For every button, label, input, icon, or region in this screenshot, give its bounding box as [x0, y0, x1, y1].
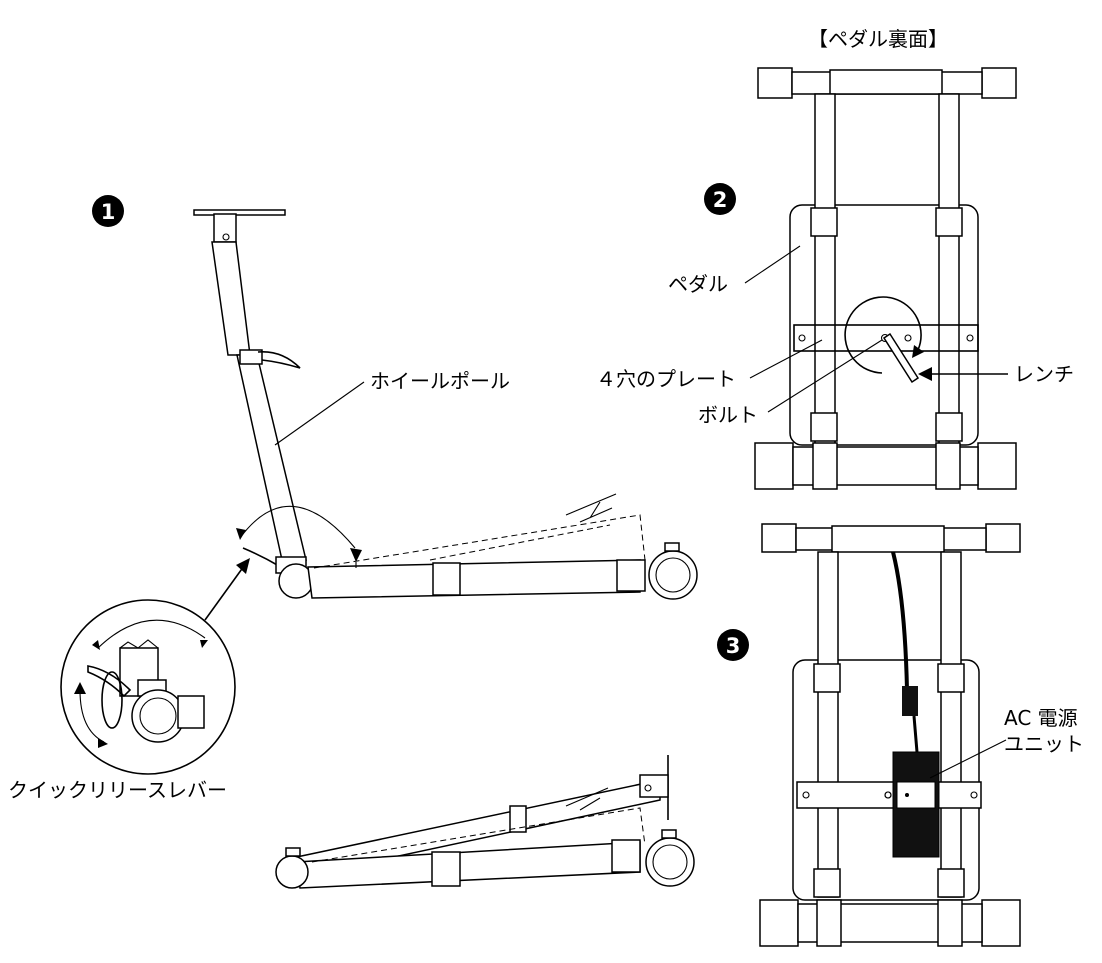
wheel-pole-label: ホイールポール — [370, 369, 510, 393]
ac-power-unit-leader — [929, 739, 1007, 779]
step3-badge: 3 — [717, 629, 749, 661]
step1-badge: 1 — [92, 195, 124, 227]
step2-number: 2 — [713, 188, 728, 212]
four-hole-plate-leader — [749, 339, 823, 379]
unfolded-stand-drawing — [193, 209, 698, 600]
quick-release-lever-label: クイックリリースレバー — [8, 778, 227, 802]
step1-number: 1 — [101, 200, 116, 224]
detail-pointer-line — [204, 565, 245, 621]
wrench-pointer-arrowhead — [918, 367, 932, 381]
step2-badge: 2 — [704, 183, 736, 215]
pedal-back-title: 【ペダル裏面】 — [808, 27, 948, 51]
ac-power-unit-label-line1: AC 電源 — [1004, 706, 1078, 730]
folded-stand-drawing — [275, 755, 695, 889]
step3-number: 3 — [726, 634, 741, 658]
detail-pointer-arrowhead — [236, 558, 250, 574]
power-unit-drawing — [759, 523, 1021, 947]
wrench-label: レンチ — [1014, 362, 1074, 386]
pedal-leader — [744, 245, 801, 284]
wheel-pole-leader — [274, 381, 365, 446]
pedal-label: ペダル — [668, 272, 728, 296]
bolt-leader — [767, 339, 883, 413]
pedal-back-drawing — [754, 67, 1017, 490]
four-hole-plate-label: ４穴のプレート — [596, 367, 736, 391]
quick-release-detail — [60, 599, 236, 775]
bolt-label: ボルト — [698, 403, 758, 427]
ac-power-unit-label-line2: ユニット — [1004, 732, 1084, 756]
